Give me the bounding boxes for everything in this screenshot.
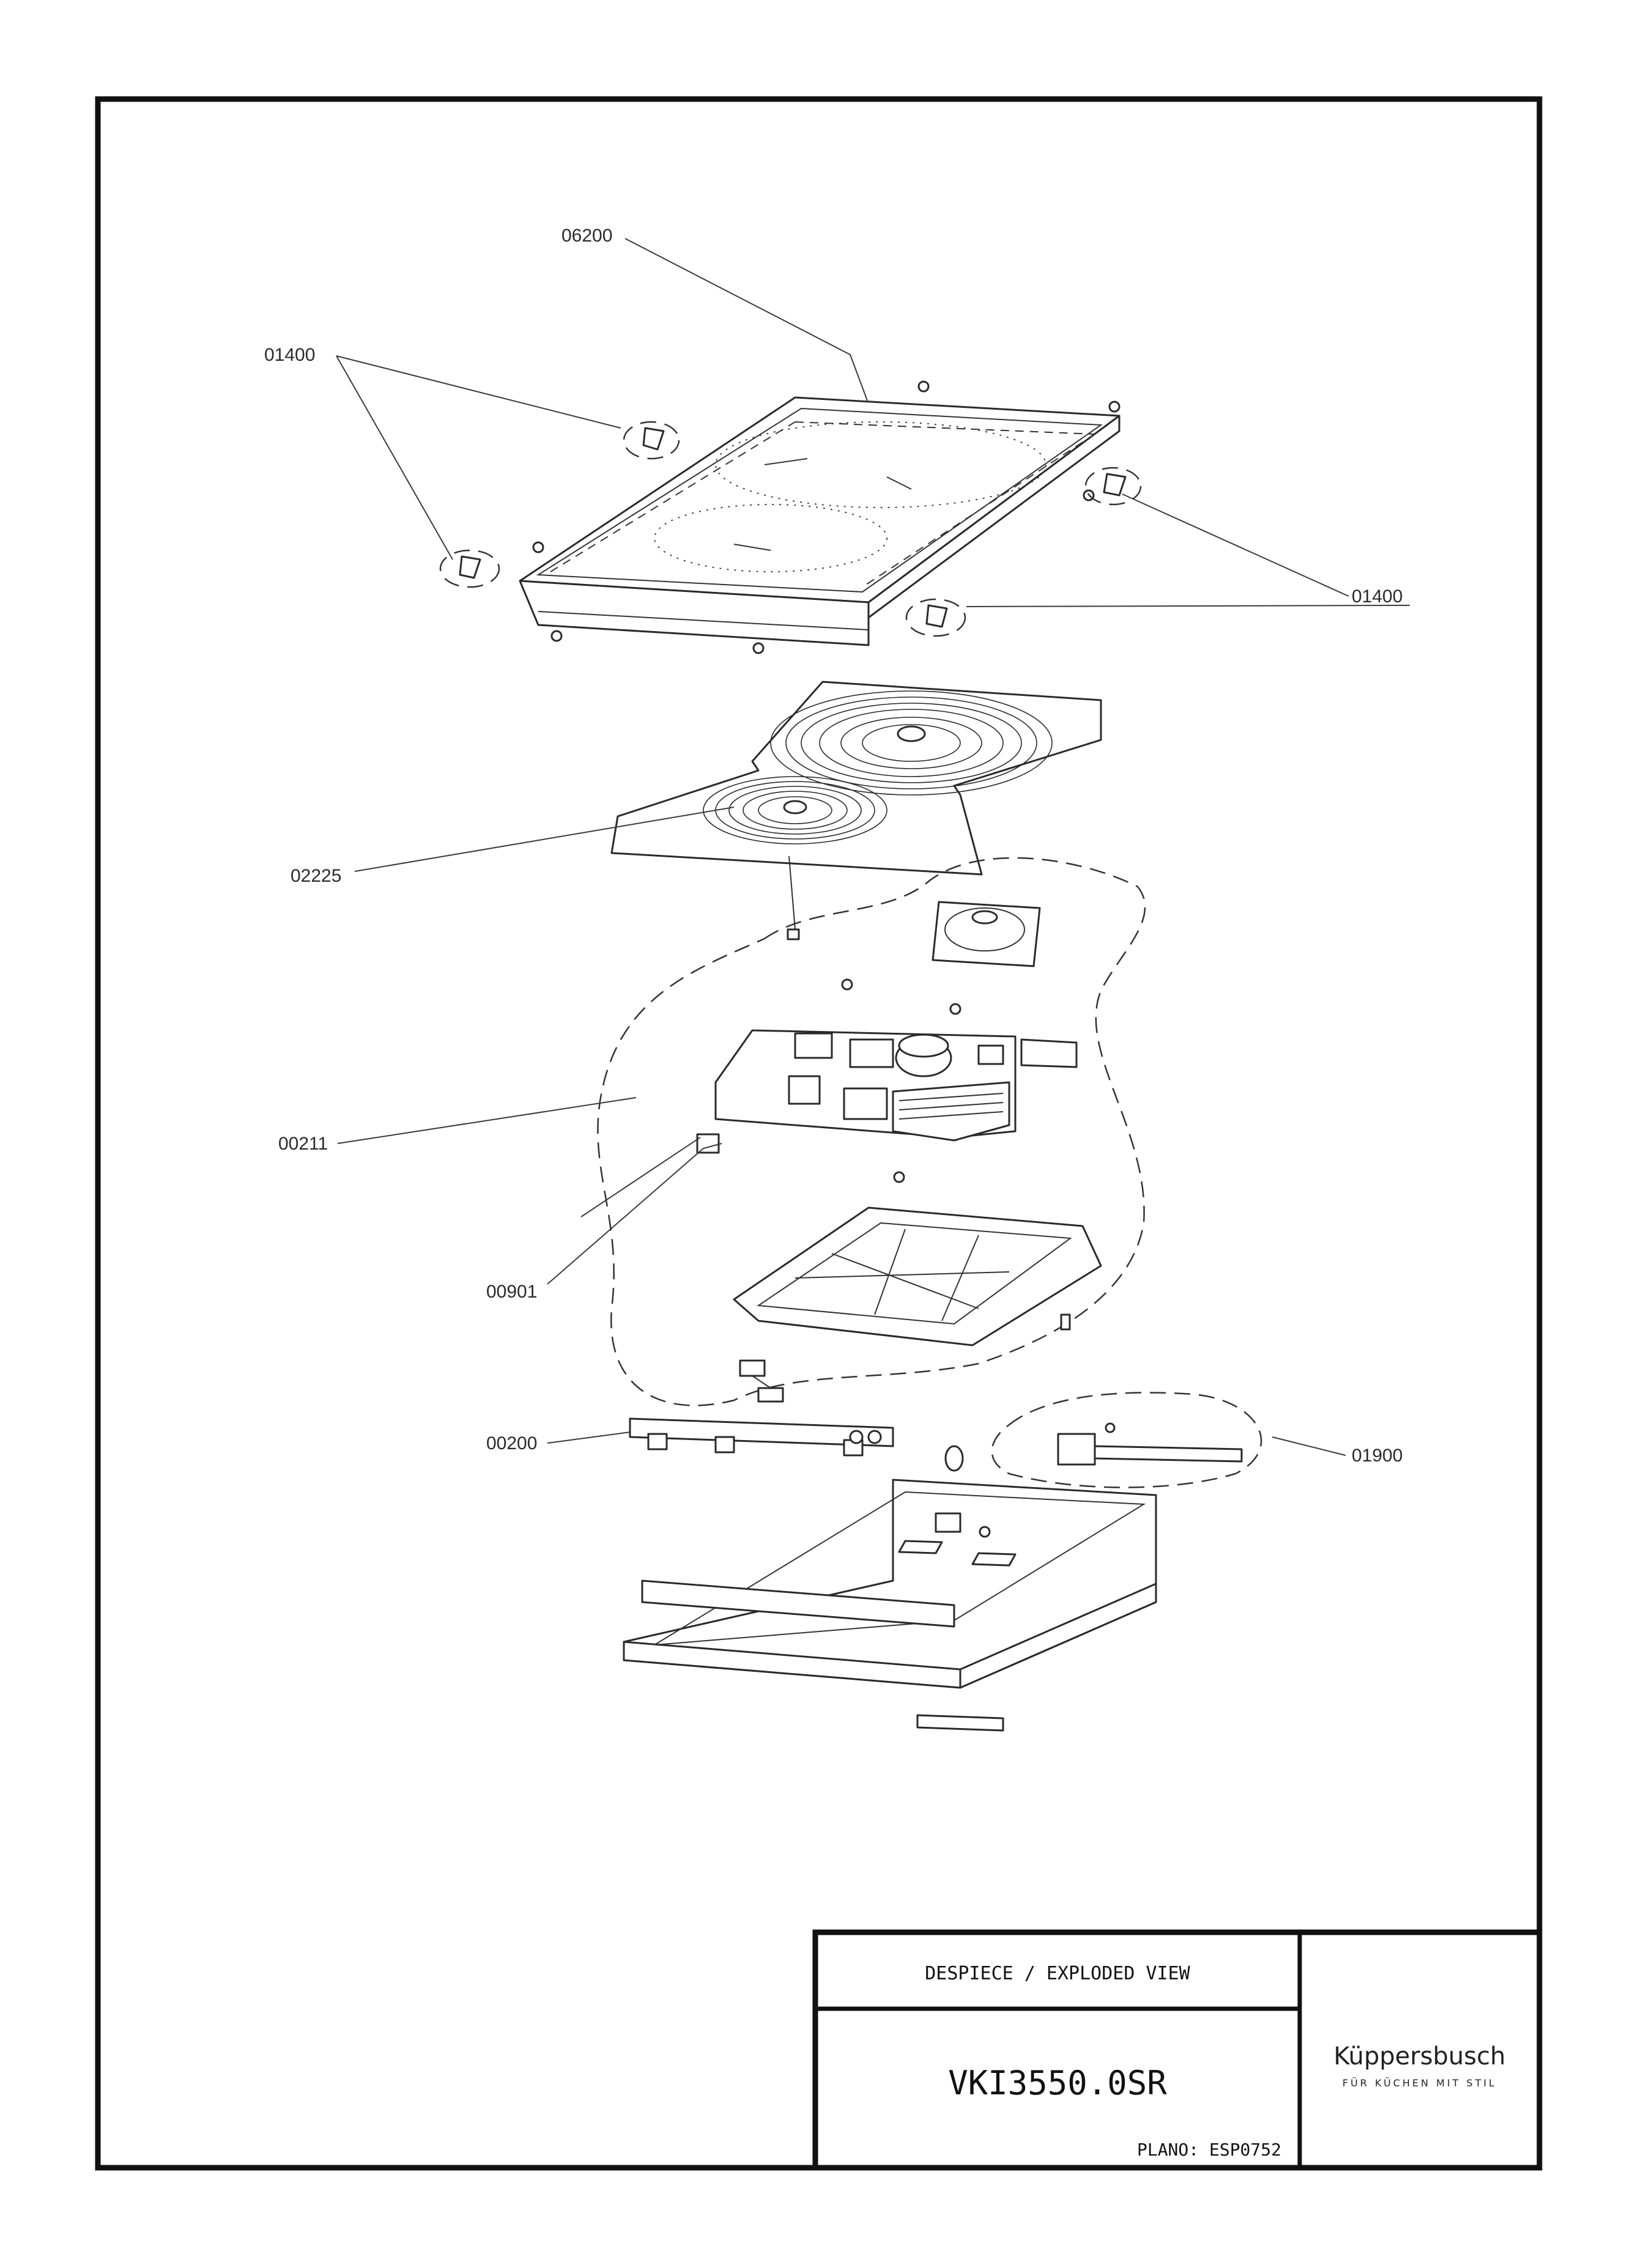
part-number-02225: 02225 [291, 866, 341, 886]
electronics-dashed-outline [597, 857, 1146, 1406]
label-02225: 02225 [291, 807, 735, 886]
label-00200: 00200 [486, 1431, 631, 1454]
ribbon-cable [739, 1359, 784, 1403]
label-01900: 01900 [1272, 1436, 1402, 1466]
part-number-01400-right: 01400 [1352, 586, 1402, 607]
model-number: VKI3550.0SR [948, 2064, 1167, 2102]
power-board [696, 978, 1078, 1154]
part-number-00200: 00200 [486, 1433, 537, 1454]
part-number-01900: 01900 [1352, 1446, 1402, 1466]
title-block: DESPIECE / EXPLODED VIEW VKI3550.0SR PLA… [812, 1929, 1543, 2171]
bottom-housing [623, 1479, 1157, 1732]
title-block-header: DESPIECE / EXPLODED VIEW [925, 1963, 1190, 1984]
control-panel-board [629, 1417, 894, 1457]
plastic-base-tray [733, 1171, 1102, 1346]
brand-tagline: FÜR KÜCHEN MIT STIL [1343, 2077, 1497, 2089]
part-number-00211: 00211 [278, 1134, 328, 1154]
mains-cable-assembly [944, 1392, 1262, 1488]
label-00211: 00211 [278, 1097, 637, 1154]
plan-number: PLANO: ESP0752 [1137, 2140, 1281, 2160]
label-06200: 06200 [561, 226, 868, 401]
cooling-fan [932, 901, 1041, 967]
part-number-00901: 00901 [486, 1282, 537, 1302]
induction-coil-plate [610, 681, 1102, 940]
label-00901: 00901 [486, 1137, 722, 1302]
label-01400-right: 01400 [966, 493, 1410, 607]
glass-frame-assembly [439, 380, 1142, 654]
label-01400-left: 01400 [264, 345, 621, 560]
brand-logo-name: Küppersbusch [1333, 2042, 1505, 2070]
part-number-06200: 06200 [561, 226, 612, 246]
part-number-01400-left: 01400 [264, 345, 315, 365]
